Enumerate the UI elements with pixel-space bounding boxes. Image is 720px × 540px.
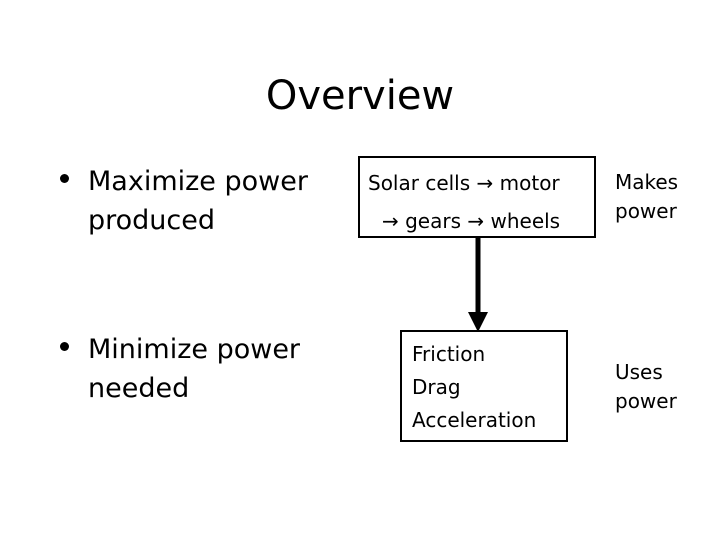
loss-line-drag: Drag	[412, 375, 461, 399]
side-note-line-1: Makes	[615, 170, 679, 194]
losses-box: Friction Drag Acceleration	[400, 330, 568, 442]
side-note-uses-power: Uses power	[615, 358, 720, 416]
loss-line-friction: Friction	[412, 342, 486, 366]
powertrain-line-2: → gears → wheels	[382, 209, 561, 233]
powertrain-box: Solar cells → motor → gears → wheels	[358, 156, 596, 238]
loss-line-acceleration: Acceleration	[412, 408, 537, 432]
bullet-item-maximize-power: Maximize power produced	[56, 162, 356, 240]
bullet-dot-icon	[60, 342, 69, 351]
side-note-makes-power: Makes power	[615, 168, 720, 226]
side-note-line-2: power	[615, 389, 677, 413]
bullet-item-label: Minimize power needed	[88, 334, 301, 404]
side-note-line-2: power	[615, 199, 677, 223]
bullet-item-label: Maximize power produced	[88, 166, 308, 236]
bullet-item-minimize-power: Minimize power needed	[56, 330, 356, 408]
powertrain-line-1: Solar cells → motor	[368, 171, 560, 195]
bullet-dot-icon	[60, 174, 69, 183]
page-title: Overview	[265, 73, 455, 119]
down-arrow-icon	[468, 236, 488, 332]
side-note-line-1: Uses	[615, 360, 663, 384]
